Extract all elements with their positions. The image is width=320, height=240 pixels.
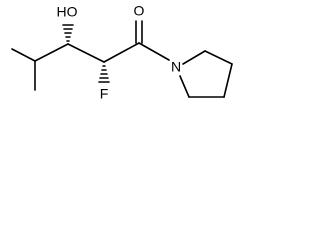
- atom-label-carbonyl-oxygen: O: [134, 3, 145, 19]
- atom-label-hydroxyl: HO: [57, 4, 78, 20]
- bond-ring-c3-c4: [223, 63, 233, 98]
- bond-c2-f-hashed: [98, 65, 110, 83]
- bond-c3-oh-hashed: [62, 24, 74, 42]
- bond-c1-n: [138, 42, 170, 61]
- atom-label-nitrogen: N: [171, 59, 181, 75]
- bond-ring-n-c2: [182, 50, 206, 65]
- bond-ring-c5-n: [179, 75, 190, 98]
- bond-ring-c2-c3: [204, 50, 233, 65]
- bond-ch-c3: [34, 43, 69, 62]
- bond-methyl-top: [11, 48, 36, 62]
- bond-c2-c1: [103, 42, 140, 63]
- structure-diagram: HO O F N: [11, 3, 233, 102]
- atom-label-fluorine: F: [100, 86, 109, 102]
- bond-c3-c2: [67, 43, 105, 63]
